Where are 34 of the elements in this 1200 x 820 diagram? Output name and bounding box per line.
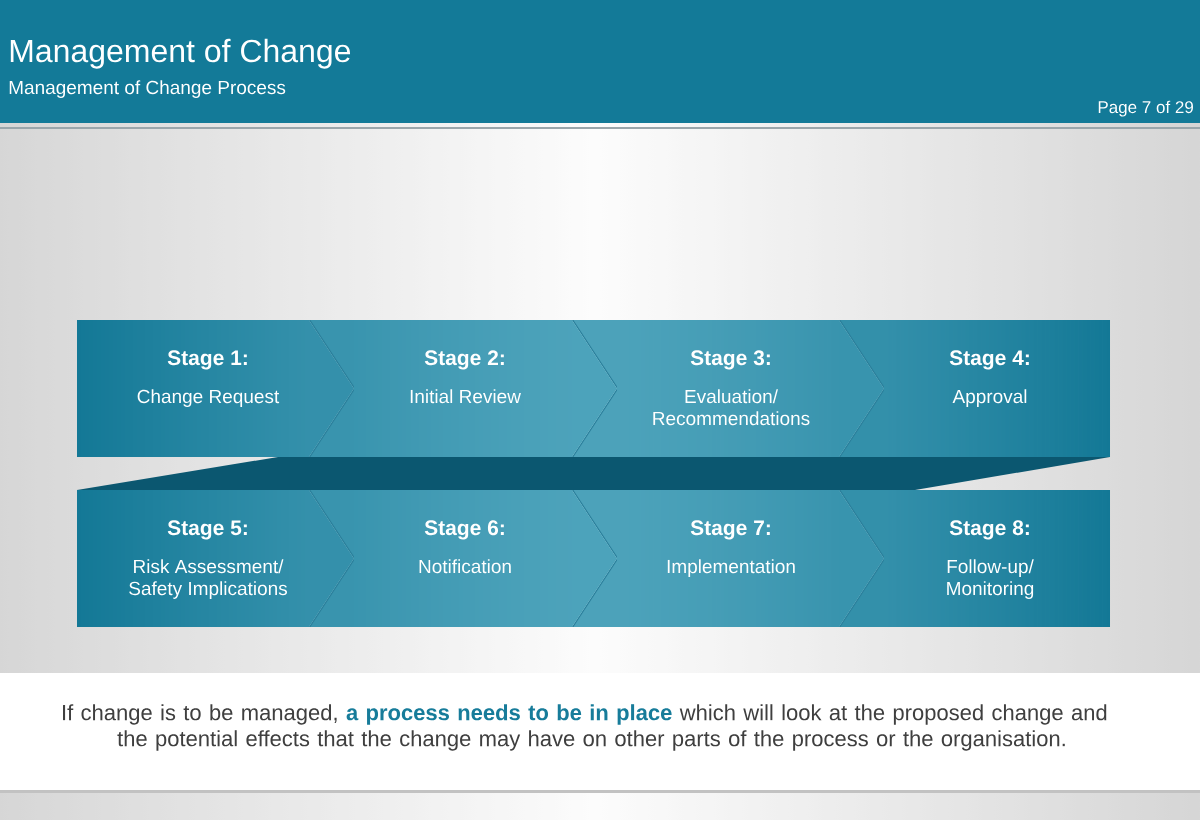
process-stage: Stage 2: Initial Review <box>354 320 572 457</box>
process-stage: Stage 6: Notification <box>354 490 572 627</box>
process-stage: Stage 5: Risk Assessment/ Safety Implications <box>77 490 309 627</box>
node-label: Notification <box>419 559 511 574</box>
node-label: Initial Review <box>410 389 521 404</box>
chevron-arrow <box>838 320 884 457</box>
page-number: Page 7 of 29 <box>1098 100 1193 117</box>
node-label: Approval <box>952 389 1027 407</box>
slide-title: Management of Change <box>10 38 351 69</box>
node-label: Stage 5: <box>167 520 247 540</box>
chevron-arrow <box>571 490 617 627</box>
subtitle: Management of Change Process <box>9 80 286 98</box>
node-label: Risk Assessment/ Safety Implications <box>129 559 288 599</box>
node-label: Stage 7: <box>690 520 770 540</box>
chevron-arrow <box>571 320 617 457</box>
process-stage: Stage 3: Evaluation/ Recommendations <box>617 320 839 457</box>
node-label: Implementation <box>667 559 795 577</box>
chevron-arrow <box>308 490 354 627</box>
node-label: Stage 6: <box>424 520 504 540</box>
node-label: Evaluation/ Recommendations <box>653 389 810 426</box>
process-stage: Stage 4: Approval <box>884 320 1110 457</box>
node-label: Stage 2: <box>424 350 504 370</box>
node-label: Stage 4: <box>949 350 1029 370</box>
process-stage: Stage 8: Follow-up/ Monitoring <box>884 490 1110 627</box>
node-label: Stage 3: <box>690 350 770 370</box>
process-stage: Stage 1: Change Request <box>77 320 309 457</box>
process-stage: Stage 7: Implementation <box>617 490 839 627</box>
node-label: Stage 8: <box>949 520 1029 540</box>
caption-text: If change is to be managed, a process needs to be in place which will look at the proposed change and the potential effects that the change may have on other parts of the process or the organisation. <box>63 704 1107 751</box>
chevron-arrow <box>838 490 884 627</box>
node-label: Change Request <box>137 389 280 407</box>
node-label: Follow-up/ Monitoring <box>947 559 1034 599</box>
chevron-arrow <box>308 320 354 457</box>
node-label: Stage 1: <box>167 350 247 370</box>
